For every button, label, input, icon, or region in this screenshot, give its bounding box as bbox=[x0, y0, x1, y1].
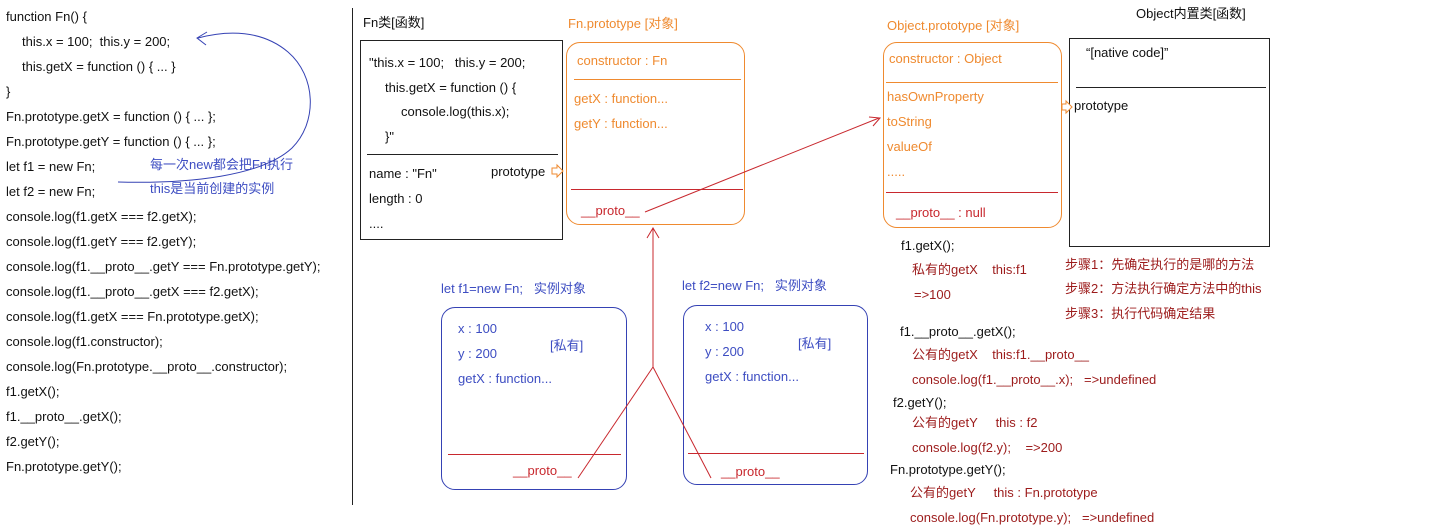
code-line: f2.getY(); bbox=[6, 434, 60, 449]
object-prototype-member: hasOwnProperty bbox=[887, 89, 984, 104]
code-line: console.log(f1.__proto__.getY === Fn.pro… bbox=[6, 259, 321, 274]
step-1: 步骤1：先确定执行的是哪的方法 bbox=[1065, 257, 1255, 272]
fn-prototype-title: Fn.prototype [对象] bbox=[568, 16, 678, 31]
code-line: f1.__proto__.getX(); bbox=[6, 409, 122, 424]
fn-prototype-box: constructor : Fn getX : function... getY… bbox=[566, 42, 745, 225]
fn-prototype-gety: getY : function... bbox=[574, 116, 668, 131]
fn-prop-name: name : "Fn" bbox=[369, 166, 437, 181]
fn-prototype-proto: __proto__ bbox=[581, 203, 640, 218]
code-line: console.log(f1.getY === f2.getY); bbox=[6, 234, 197, 249]
execution-note: 私有的getX this:f1 bbox=[912, 262, 1027, 277]
instance-f2-x: x : 100 bbox=[705, 319, 745, 334]
code-line: function Fn() { bbox=[6, 9, 87, 24]
instance-f2-title: let f2=new Fn; 实例对象 bbox=[682, 278, 827, 293]
code-line: f1.getX(); bbox=[6, 384, 60, 399]
instance-f2-y: y : 200 bbox=[705, 344, 745, 359]
code-line: console.log(Fn.prototype.__proto__.const… bbox=[6, 359, 288, 374]
instance-f1-title: let f1=new Fn; 实例对象 bbox=[441, 281, 586, 296]
execution-call: f1.__proto__.getX(); bbox=[900, 324, 1016, 339]
object-prototype-member: toString bbox=[887, 114, 932, 129]
code-listing: function Fn() { this.x = 100; this.y = 2… bbox=[6, 4, 321, 479]
code-line: let f1 = new Fn; bbox=[6, 159, 96, 174]
instance-f1-box: x : 100 y : 200 getX : function... [私有] … bbox=[441, 307, 627, 490]
execution-note: 公有的getY this : Fn.prototype bbox=[910, 485, 1098, 500]
fn-prototype-separator bbox=[574, 79, 741, 80]
fn-prototype-getx: getX : function... bbox=[574, 91, 668, 106]
instance-f2-private-tag: [私有] bbox=[798, 336, 832, 351]
object-class-separator bbox=[1076, 87, 1266, 88]
instance-f1-proto-separator bbox=[448, 454, 621, 455]
fn-prop-length: length : 0 bbox=[369, 191, 423, 206]
annotation-this-is-instance: this是当前创建的实例 bbox=[150, 181, 275, 196]
fn-body-line: console.log(this.x); bbox=[401, 104, 510, 119]
instance-f1-proto: __proto__ bbox=[513, 463, 572, 478]
code-line: console.log(f1.getX === f2.getX); bbox=[6, 209, 197, 224]
step-3: 步骤3：执行代码确定结果 bbox=[1065, 306, 1216, 321]
code-line: this.getX = function () { ... } bbox=[22, 59, 176, 74]
code-line: Fn.prototype.getY = function () { ... }; bbox=[6, 134, 216, 149]
annotation-new-executes-fn: 每一次new都会把Fn执行 bbox=[150, 157, 294, 172]
object-prototype-separator bbox=[886, 82, 1058, 83]
instance-f2-box: x : 100 y : 200 getX : function... [私有] … bbox=[683, 305, 868, 485]
fn-prototype-proto-separator bbox=[571, 189, 743, 190]
instance-f2-proto: __proto__ bbox=[721, 464, 780, 479]
instance-f1-getx: getX : function... bbox=[458, 371, 552, 386]
code-line: this.x = 100; this.y = 200; bbox=[22, 34, 171, 49]
fn-body-line: }" bbox=[385, 129, 394, 144]
execution-note: =>100 bbox=[914, 287, 951, 302]
instance-f2-getx: getX : function... bbox=[705, 369, 799, 384]
object-prototype-box: constructor : Object hasOwnProperty toSt… bbox=[883, 42, 1062, 228]
object-prototype-member: ..... bbox=[887, 164, 906, 179]
object-class-prototype-label: prototype bbox=[1074, 98, 1129, 113]
object-class-title: Object内置类[函数] bbox=[1136, 6, 1246, 21]
object-class-box: “[native code]” prototype bbox=[1069, 38, 1270, 247]
fn-prototype-proto-arrowhead bbox=[868, 116, 882, 127]
code-line: } bbox=[6, 84, 11, 99]
fn-prototype-constructor: constructor : Fn bbox=[577, 53, 668, 68]
fn-class-title: Fn类[函数] bbox=[363, 15, 425, 30]
object-prototype-title: Object.prototype [对象] bbox=[887, 18, 1020, 33]
instance-f2-proto-separator bbox=[688, 453, 864, 454]
object-class-native-code: “[native code]” bbox=[1086, 45, 1169, 60]
fn-body-line: this.getX = function () { bbox=[385, 80, 517, 95]
instances-proto-arrowhead bbox=[646, 227, 660, 239]
object-prototype-proto: __proto__ : null bbox=[896, 205, 986, 220]
object-prototype-constructor: constructor : Object bbox=[889, 51, 1002, 66]
execution-note: console.log(f2.y); =>200 bbox=[912, 440, 1063, 455]
execution-note: console.log(Fn.prototype.y); =>undefined bbox=[910, 510, 1155, 525]
instance-f1-y: y : 200 bbox=[458, 346, 498, 361]
vertical-divider bbox=[352, 8, 353, 505]
code-line: Fn.prototype.getY(); bbox=[6, 459, 122, 474]
fn-prop-more: .... bbox=[369, 216, 384, 231]
step-2: 步骤2：方法执行确定方法中的this bbox=[1065, 281, 1262, 296]
execution-note: 公有的getX this:f1.__proto__ bbox=[912, 347, 1090, 362]
object-prototype-proto-separator bbox=[886, 192, 1058, 193]
code-line: console.log(f1.__proto__.getX === f2.get… bbox=[6, 284, 259, 299]
execution-note: console.log(f1.__proto__.x); =>undefined bbox=[912, 372, 1157, 387]
code-line: Fn.prototype.getX = function () { ... }; bbox=[6, 109, 216, 124]
fn-class-box: "this.x = 100; this.y = 200; this.getX =… bbox=[360, 40, 563, 240]
fn-class-separator bbox=[367, 154, 558, 155]
execution-call: Fn.prototype.getY(); bbox=[890, 462, 1006, 477]
fn-body-line: "this.x = 100; this.y = 200; bbox=[369, 55, 526, 70]
execution-call: f1.getX(); bbox=[901, 238, 955, 253]
instance-f1-x: x : 100 bbox=[458, 321, 498, 336]
code-line: console.log(f1.getX === Fn.prototype.get… bbox=[6, 309, 259, 324]
object-prototype-member: valueOf bbox=[887, 139, 932, 154]
execution-note: 公有的getY this : f2 bbox=[912, 415, 1038, 430]
code-line: console.log(f1.constructor); bbox=[6, 334, 163, 349]
execution-call: f2.getY(); bbox=[893, 395, 947, 410]
code-line: let f2 = new Fn; bbox=[6, 184, 96, 199]
instance-f1-private-tag: [私有] bbox=[550, 338, 584, 353]
fn-prototype-label: prototype bbox=[491, 164, 546, 179]
